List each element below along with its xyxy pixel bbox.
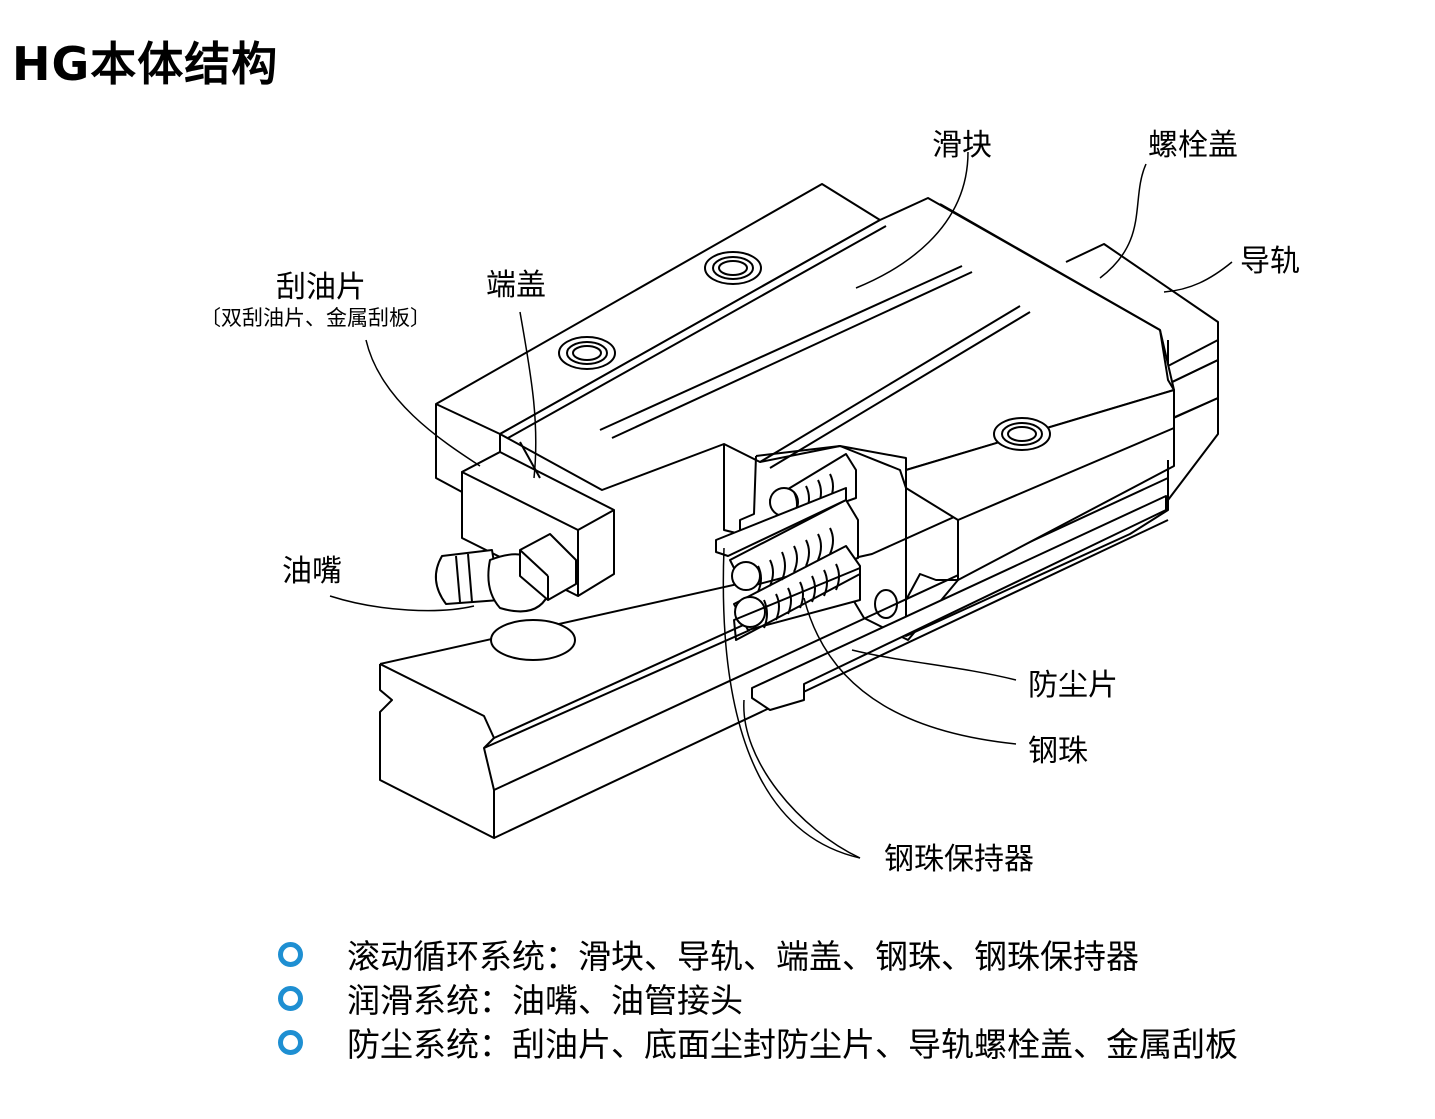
list-item: 润滑系统：油嘴、油管接头 [276,976,1238,1020]
leader-lines [329,151,1233,859]
circle-bullet-icon [278,985,303,1011]
grease-nipple-drawing [435,533,577,661]
list-item-text: 滚动循环系统：滑块、导轨、端盖、钢珠、钢珠保持器 [347,937,1139,976]
label-scraper-note: 〔双刮油片、金属刮板〕 [200,306,431,330]
circle-bullet-icon [278,1029,303,1055]
label-grease-nipple: 油嘴 [282,554,342,589]
rail [379,243,1219,839]
list-item-text: 防尘系统：刮油片、底面尘封防尘片、导轨螺栓盖、金属刮板 [347,1025,1238,1064]
label-steel-ball: 钢珠 [1028,734,1088,769]
label-rail: 导轨 [1240,244,1300,279]
list-item: 滚动循环系统：滑块、导轨、端盖、钢珠、钢珠保持器 [276,932,1238,976]
list-item-text: 润滑系统：油嘴、油管接头 [347,981,743,1020]
system-list: 滚动循环系统：滑块、导轨、端盖、钢珠、钢珠保持器 润滑系统：油嘴、油管接头 防尘… [276,932,1238,1064]
label-end-cap: 端盖 [486,268,546,303]
label-dust-seal: 防尘片 [1028,668,1118,703]
label-ball-retainer: 钢珠保持器 [884,842,1034,877]
bolt-holes [558,251,1051,619]
label-slider: 滑块 [932,128,992,163]
circle-bullet-icon [278,941,303,967]
ball-rows [715,453,861,641]
page-title: HG本体结构 [12,37,279,91]
carriage-body [435,183,1175,711]
label-bolt-cap: 螺栓盖 [1148,128,1238,163]
list-item: 防尘系统：刮油片、底面尘封防尘片、导轨螺栓盖、金属刮板 [276,1020,1238,1064]
label-scraper: 刮油片 [276,270,366,305]
